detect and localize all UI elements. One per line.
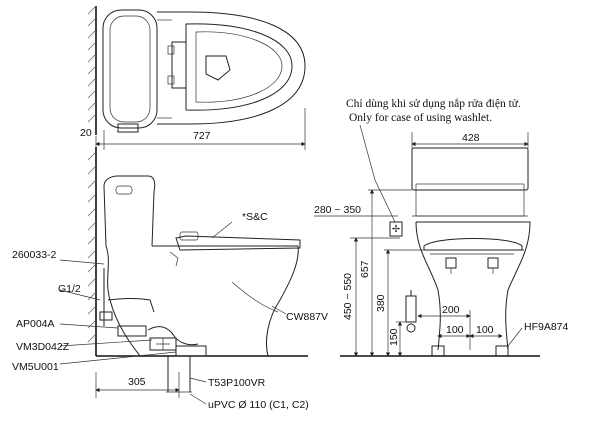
note-english: Only for case of using washlet. <box>349 112 492 124</box>
dim-height-label: 657 <box>359 260 371 278</box>
side-view: *S&C CW887V 260033-2 G1/2 AP004A VM3D042… <box>12 147 328 411</box>
label-valve: 260033-2 <box>12 249 57 261</box>
front-view: Chỉ dùng khi sử dụng nắp rửa điện tử. On… <box>314 97 569 357</box>
label-inlet: G1/2 <box>58 283 81 295</box>
dim-200-label: 200 <box>442 304 460 316</box>
dim-150-label: 150 <box>388 328 400 346</box>
label-hose: AP004A <box>16 318 55 330</box>
dim-380-label: 380 <box>375 294 387 312</box>
outlet-box-icon: ✢ <box>392 224 400 235</box>
label-bolt: HF9A874 <box>524 321 569 333</box>
dim-gap-label: 20 <box>80 127 92 139</box>
dim-100-left-label: 100 <box>446 324 464 336</box>
dim-outlet-range-label: 280 ~ 350 <box>314 204 361 216</box>
dim-length-label: 727 <box>193 130 211 142</box>
dim-rough-in-label: 305 <box>128 376 146 388</box>
label-flange: VM5U001 <box>12 361 59 373</box>
top-view: 20 727 <box>80 5 306 150</box>
label-outlet: T53P100VR <box>208 377 266 389</box>
label-pipe: uPVC Ø 110 (C1, C2) <box>208 399 309 411</box>
label-flush: VM3D042Z <box>16 341 70 353</box>
label-seat: *S&C <box>242 211 268 223</box>
dim-width-label: 428 <box>462 132 480 144</box>
dim-height-range-label: 450 ~ 550 <box>342 273 354 320</box>
dim-100-right-label: 100 <box>476 324 494 336</box>
label-bowl: CW887V <box>286 311 328 323</box>
note-vietnamese: Chỉ dùng khi sử dụng nắp rửa điện tử. <box>346 97 521 110</box>
